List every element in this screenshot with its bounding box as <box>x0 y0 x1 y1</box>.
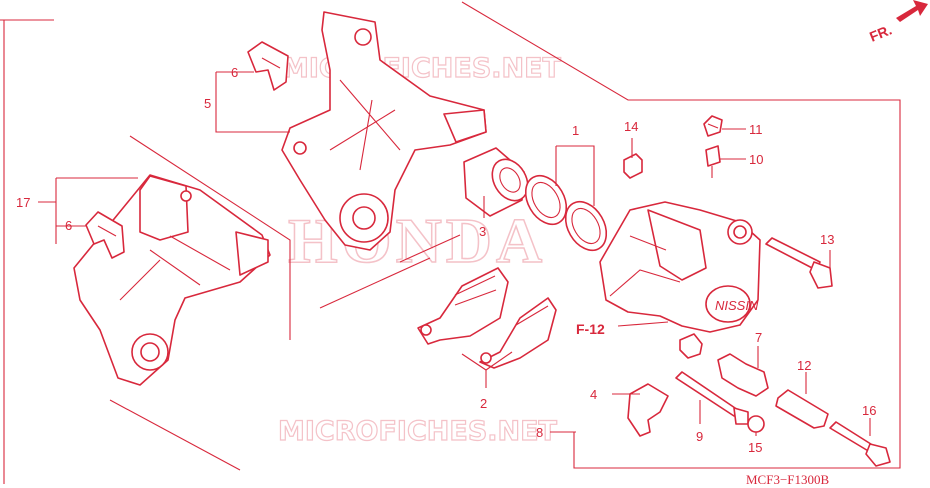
callout-7: 7 <box>755 330 762 345</box>
callout-4: 4 <box>590 387 597 402</box>
front-direction-label: FR. <box>867 21 894 44</box>
bleeder-screw-10 <box>705 145 721 178</box>
watermark-site-bottom: MICROFICHES.NET <box>278 416 558 447</box>
svg-text:NISSIN: NISSIN <box>715 298 759 313</box>
reference-label: F-12 <box>576 321 605 337</box>
piston-3 <box>463 147 529 217</box>
pad-spring-6-lower <box>85 211 125 259</box>
caliper-body-8: NISSIN <box>599 201 761 333</box>
callout-10: 10 <box>749 152 763 167</box>
callout-13: 13 <box>820 232 834 247</box>
brake-pad-set-2 <box>417 267 557 369</box>
bleeder-cap-14 <box>623 153 643 179</box>
callout-11: 11 <box>749 122 763 137</box>
callout-12: 12 <box>797 358 811 373</box>
pin-bolt-13 <box>765 237 833 289</box>
bleeder-cap-11 <box>703 115 723 137</box>
pad-pin-9 <box>675 333 749 425</box>
callout-1: 1 <box>572 123 579 138</box>
leader-lines <box>38 71 871 436</box>
callout-17: 17 <box>16 195 30 210</box>
callout-5: 5 <box>204 96 211 111</box>
callout-14: 14 <box>624 119 638 134</box>
callout-16: 16 <box>862 403 876 418</box>
nut-15 <box>747 415 765 433</box>
watermark-site-top: MICROFICHES.NET <box>282 53 562 84</box>
figure-code: MCF3−F1300B <box>746 472 830 487</box>
callout-6-upper: 6 <box>231 65 238 80</box>
pad-spring-4 <box>627 383 669 437</box>
pin-boot-7 <box>717 353 769 397</box>
callout-8: 8 <box>536 425 543 440</box>
callout-9: 9 <box>696 429 703 444</box>
front-direction-arrow: FR. <box>867 0 928 45</box>
pin-sleeve-12 <box>775 389 829 429</box>
caliper-bracket-17 <box>73 174 271 386</box>
pad-spring-6-upper <box>247 41 289 91</box>
callout-3: 3 <box>479 224 486 239</box>
callout-15: 15 <box>748 440 762 455</box>
caliper-bracket-5 <box>281 11 487 251</box>
bolt-16 <box>829 421 891 467</box>
frame-lines <box>0 1 901 484</box>
piston-seal-set-1 <box>524 174 608 252</box>
callout-6-lower: 6 <box>65 218 72 233</box>
callout-2: 2 <box>480 396 487 411</box>
callout-labels: 1 2 3 4 5 6 6 7 8 9 10 11 12 13 14 15 16… <box>16 65 876 455</box>
